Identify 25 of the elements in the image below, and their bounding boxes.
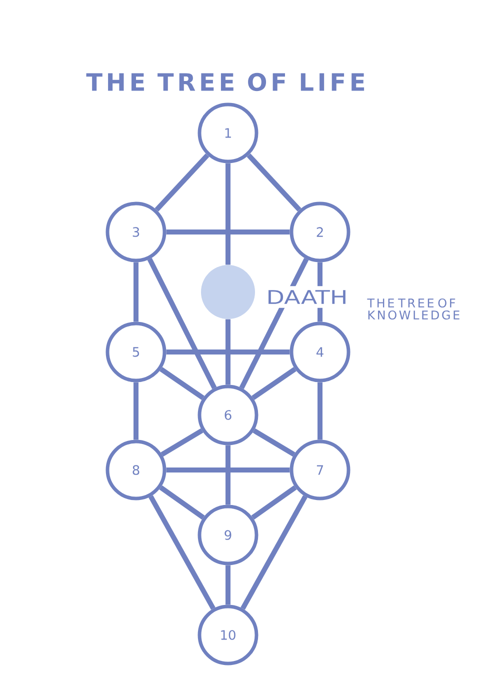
filled-circle — [201, 265, 255, 319]
connecting-line — [159, 485, 205, 520]
connecting-line — [252, 367, 296, 400]
connecting-line — [226, 445, 230, 505]
connecting-line — [166, 468, 290, 472]
connecting-line — [160, 367, 204, 400]
connecting-line — [134, 382, 138, 440]
connecting-line — [240, 495, 308, 610]
node-caption: THE TREE OF KNOWLEDGE — [367, 298, 460, 320]
connecting-line — [252, 428, 296, 457]
connecting-line — [166, 230, 290, 234]
connecting-line — [154, 153, 210, 212]
connecting-line — [134, 262, 138, 322]
connecting-line — [226, 565, 230, 605]
connecting-line — [226, 319, 230, 385]
connecting-line — [251, 485, 297, 520]
connecting-line — [166, 350, 290, 354]
title: THE TREE OF LIFE — [86, 72, 364, 92]
connecting-line — [160, 428, 204, 457]
connecting-line — [226, 163, 230, 265]
node-label: DAATH — [262, 286, 352, 308]
connecting-line — [148, 495, 216, 610]
connecting-line — [246, 153, 302, 212]
connecting-line — [318, 382, 322, 440]
connecting-line — [147, 258, 217, 390]
